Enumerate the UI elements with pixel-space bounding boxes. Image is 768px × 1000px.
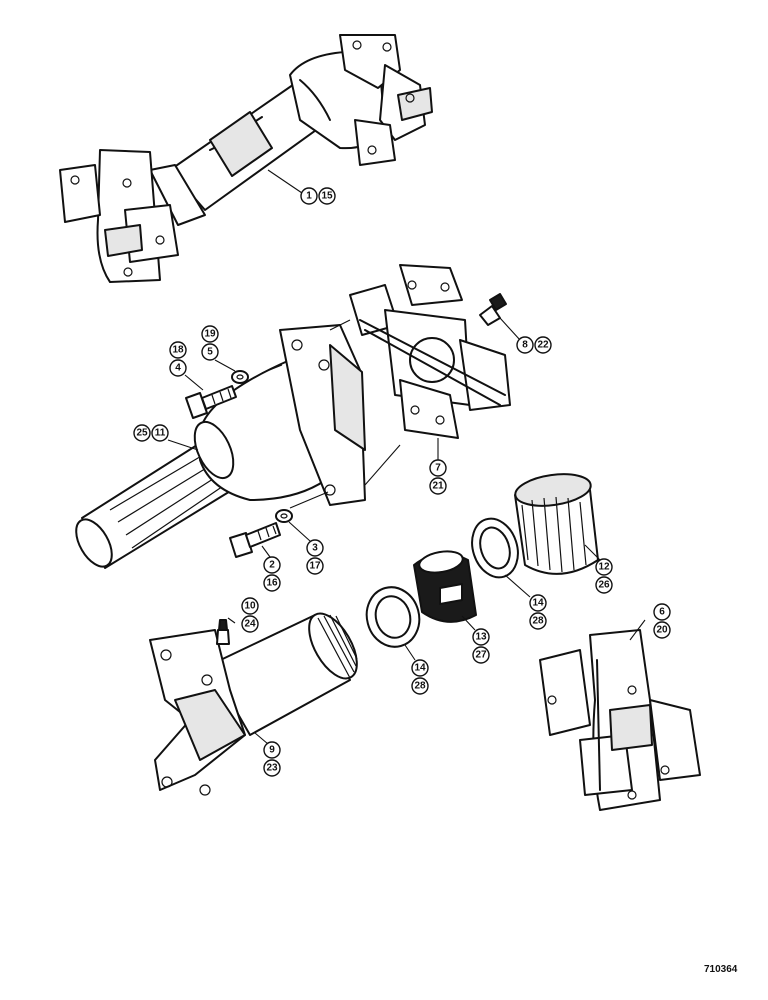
callout-grease-fitting-upper: 8 22	[499, 317, 552, 354]
svg-text:8: 8	[522, 340, 528, 351]
svg-text:9: 9	[269, 745, 275, 756]
svg-text:25: 25	[136, 428, 148, 439]
svg-text:10: 10	[244, 601, 256, 612]
svg-text:7: 7	[435, 463, 441, 474]
callout-seal: 13 27	[461, 615, 490, 664]
grease-fitting-lower-drawing	[216, 619, 230, 645]
journal-cross-upper-drawing	[349, 264, 511, 439]
svg-text:20: 20	[656, 625, 668, 636]
svg-text:28: 28	[414, 681, 426, 692]
svg-text:13: 13	[475, 632, 487, 643]
svg-text:17: 17	[309, 561, 321, 572]
svg-text:12: 12	[598, 562, 610, 573]
callouts: 1 15 19 5 18 4 8 22 25 11	[133, 169, 671, 777]
callout-journal-cross-lower: 6 20	[629, 603, 671, 641]
callout-bolt-lower: 2 16	[261, 545, 281, 592]
washer-left-drawing	[365, 586, 421, 648]
seal-drawing	[413, 550, 477, 623]
bolt-upper-drawing	[185, 385, 237, 419]
svg-text:24: 24	[244, 619, 256, 630]
svg-text:4: 4	[175, 363, 181, 374]
svg-text:19: 19	[204, 329, 216, 340]
callout-lock-washer-upper: 19 5	[201, 325, 236, 372]
svg-text:14: 14	[414, 663, 426, 674]
svg-text:16: 16	[266, 578, 278, 589]
callout-grease-fitting-lower: 10 24	[227, 597, 259, 633]
callout-bolt-upper: 18 4	[169, 341, 204, 391]
svg-text:18: 18	[172, 345, 184, 356]
drive-shaft-assembly-drawing	[59, 34, 433, 283]
splined-yoke-shaft-drawing	[75, 324, 366, 569]
journal-cross-lower-drawing	[539, 629, 701, 811]
alignment-lines	[261, 319, 401, 509]
callout-washer-left: 14 28	[404, 644, 429, 695]
lock-washer-lower-drawing	[275, 509, 293, 523]
callout-slip-yoke: 9 23	[254, 732, 281, 777]
svg-text:21: 21	[432, 481, 444, 492]
svg-text:1: 1	[306, 191, 312, 202]
washer-right-drawing	[471, 517, 519, 579]
svg-text:3: 3	[312, 543, 318, 554]
callout-journal-cross-upper: 7 21	[429, 438, 447, 495]
svg-text:14: 14	[532, 598, 544, 609]
callout-lock-washer-lower: 3 17	[288, 521, 324, 575]
svg-text:28: 28	[532, 616, 544, 627]
svg-text:22: 22	[537, 340, 549, 351]
bolt-lower-drawing	[229, 522, 281, 558]
svg-text:5: 5	[207, 347, 213, 358]
slip-yoke-drawing	[149, 612, 358, 796]
dust-cap-drawing	[514, 473, 599, 575]
svg-text:26: 26	[598, 580, 610, 591]
figure-number: 710364	[704, 964, 738, 975]
callout-splined-yoke-shaft: 25 11	[133, 424, 199, 451]
svg-text:23: 23	[266, 763, 278, 774]
svg-text:2: 2	[269, 560, 275, 571]
svg-text:15: 15	[321, 191, 333, 202]
svg-text:6: 6	[659, 607, 665, 618]
callout-dust-cap: 12 26	[584, 544, 613, 594]
svg-text:27: 27	[475, 650, 487, 661]
callout-drive-shaft-assembly: 1 15	[267, 169, 336, 205]
svg-text:11: 11	[155, 428, 166, 439]
lock-washer-upper-drawing	[231, 370, 249, 384]
callout-washer-right: 14 28	[504, 574, 547, 630]
